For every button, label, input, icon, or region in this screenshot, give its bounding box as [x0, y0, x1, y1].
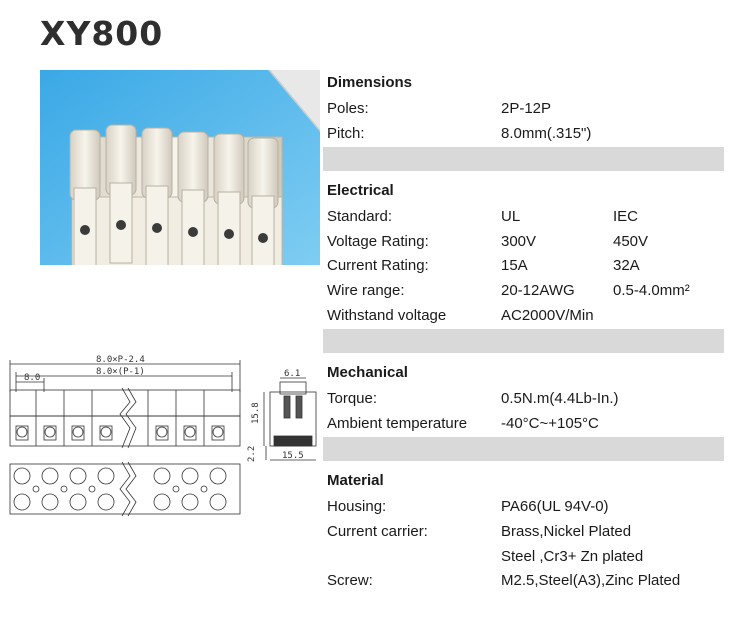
spec-value-iec: IEC	[613, 208, 639, 226]
spec-value: UL	[501, 208, 521, 226]
spec-row: Standard: UL IEC	[327, 205, 720, 230]
spec-label: Torque:	[327, 390, 378, 408]
spec-row: Screw: M2.5,Steel(A3),Zinc Plated	[327, 569, 720, 594]
spec-label: Standard:	[327, 208, 393, 226]
front-pole-marks	[15, 390, 225, 446]
dim-pitch: 8.0	[24, 373, 40, 383]
spec-row: Poles: 2P-12P	[327, 97, 720, 122]
spec-value-iec: 32A	[613, 257, 640, 275]
spec-row: Voltage Rating: 300V 450V	[327, 230, 720, 255]
spec-value-iec: 0.5-4.0mm²	[613, 281, 690, 299]
section-material: Material Housing: PA66(UL 94V-0) Current…	[327, 471, 720, 593]
spec-value: 0.5N.m(4.4Lb-In.)	[501, 390, 619, 408]
spec-label: Current Rating:	[327, 257, 429, 275]
spec-table: Dimensions Poles: 2P-12P Pitch: 8.0mm(.3…	[323, 73, 724, 594]
spec-row: Current carrier: Brass,Nickel Plated	[327, 520, 720, 545]
spec-value: 300V	[501, 232, 537, 250]
dim-top: 6.1	[284, 369, 300, 379]
spec-label: Pitch:	[327, 124, 365, 142]
spec-value: 8.0mm(.315")	[501, 124, 592, 142]
dim-width: 15.5	[282, 451, 304, 461]
spec-value: AC2000V/Min	[501, 306, 594, 324]
spec-row: Withstand voltage AC2000V/Min	[327, 304, 720, 329]
spec-value: 2P-12P	[501, 100, 552, 117]
spec-row: Torque: 0.5N.m(4.4Lb-In.)	[327, 387, 720, 412]
spec-row: Current Rating: 15A 32A	[327, 254, 720, 279]
spec-label: Withstand voltage	[327, 306, 447, 324]
dim-height: 15.8	[251, 402, 261, 424]
top-view	[9, 461, 241, 517]
side-view	[263, 377, 317, 461]
dim-overall: 8.0×P-2.4	[96, 355, 145, 365]
spec-label: Housing:	[327, 498, 387, 516]
section-divider	[323, 329, 724, 354]
spec-value: PA66(UL 94V-0)	[501, 498, 609, 516]
spec-label: Ambient temperature	[327, 414, 468, 432]
spec-label: Screw:	[327, 572, 373, 590]
spec-row: Wire range: 20-12AWG 0.5-4.0mm²	[327, 279, 720, 304]
technical-drawing: 8.0×P-2.4 8.0×(P-1) 8.0 6.1 15.8 2.2 15.…	[9, 355, 317, 517]
section-mechanical: Mechanical Torque: 0.5N.m(4.4Lb-In.) Amb…	[323, 363, 724, 462]
section-divider	[323, 147, 724, 172]
section-title: Material	[327, 472, 384, 490]
terminal-poles	[69, 124, 279, 265]
spec-label: Current carrier:	[327, 522, 428, 540]
spec-value: Brass,Nickel Plated	[501, 522, 632, 540]
section-title: Dimensions	[327, 74, 413, 91]
spec-value-iec: 450V	[613, 232, 649, 250]
spec-value: 20-12AWG	[501, 281, 575, 299]
spec-label: Poles:	[327, 100, 369, 117]
section-title: Mechanical	[327, 364, 408, 382]
spec-value: M2.5,Steel(A3),Zinc Plated	[501, 572, 681, 590]
section-electrical: Electrical Standard: UL IEC Voltage Rati…	[323, 181, 724, 354]
section-dimensions: Dimensions Poles: 2P-12P Pitch: 8.0mm(.3…	[323, 73, 724, 172]
spec-value: -40°C~+105°C	[501, 414, 599, 432]
spec-row: Ambient temperature -40°C~+105°C	[327, 412, 720, 437]
spec-row: Pitch: 8.0mm(.315")	[327, 122, 720, 147]
spec-label: Voltage Rating:	[327, 232, 429, 250]
spec-label: Wire range:	[327, 281, 405, 299]
dim-base: 2.2	[247, 446, 257, 462]
section-divider	[323, 437, 724, 462]
product-title: XY800	[40, 14, 164, 53]
spec-row: Steel ,Cr3+ Zn plated	[327, 545, 720, 570]
spec-row: Housing: PA66(UL 94V-0)	[327, 495, 720, 520]
spec-value: Steel ,Cr3+ Zn plated	[501, 547, 644, 565]
spec-value: 15A	[501, 257, 528, 275]
product-photo	[40, 70, 320, 265]
section-title: Electrical	[327, 182, 394, 200]
dim-pitch-total: 8.0×(P-1)	[96, 367, 145, 377]
